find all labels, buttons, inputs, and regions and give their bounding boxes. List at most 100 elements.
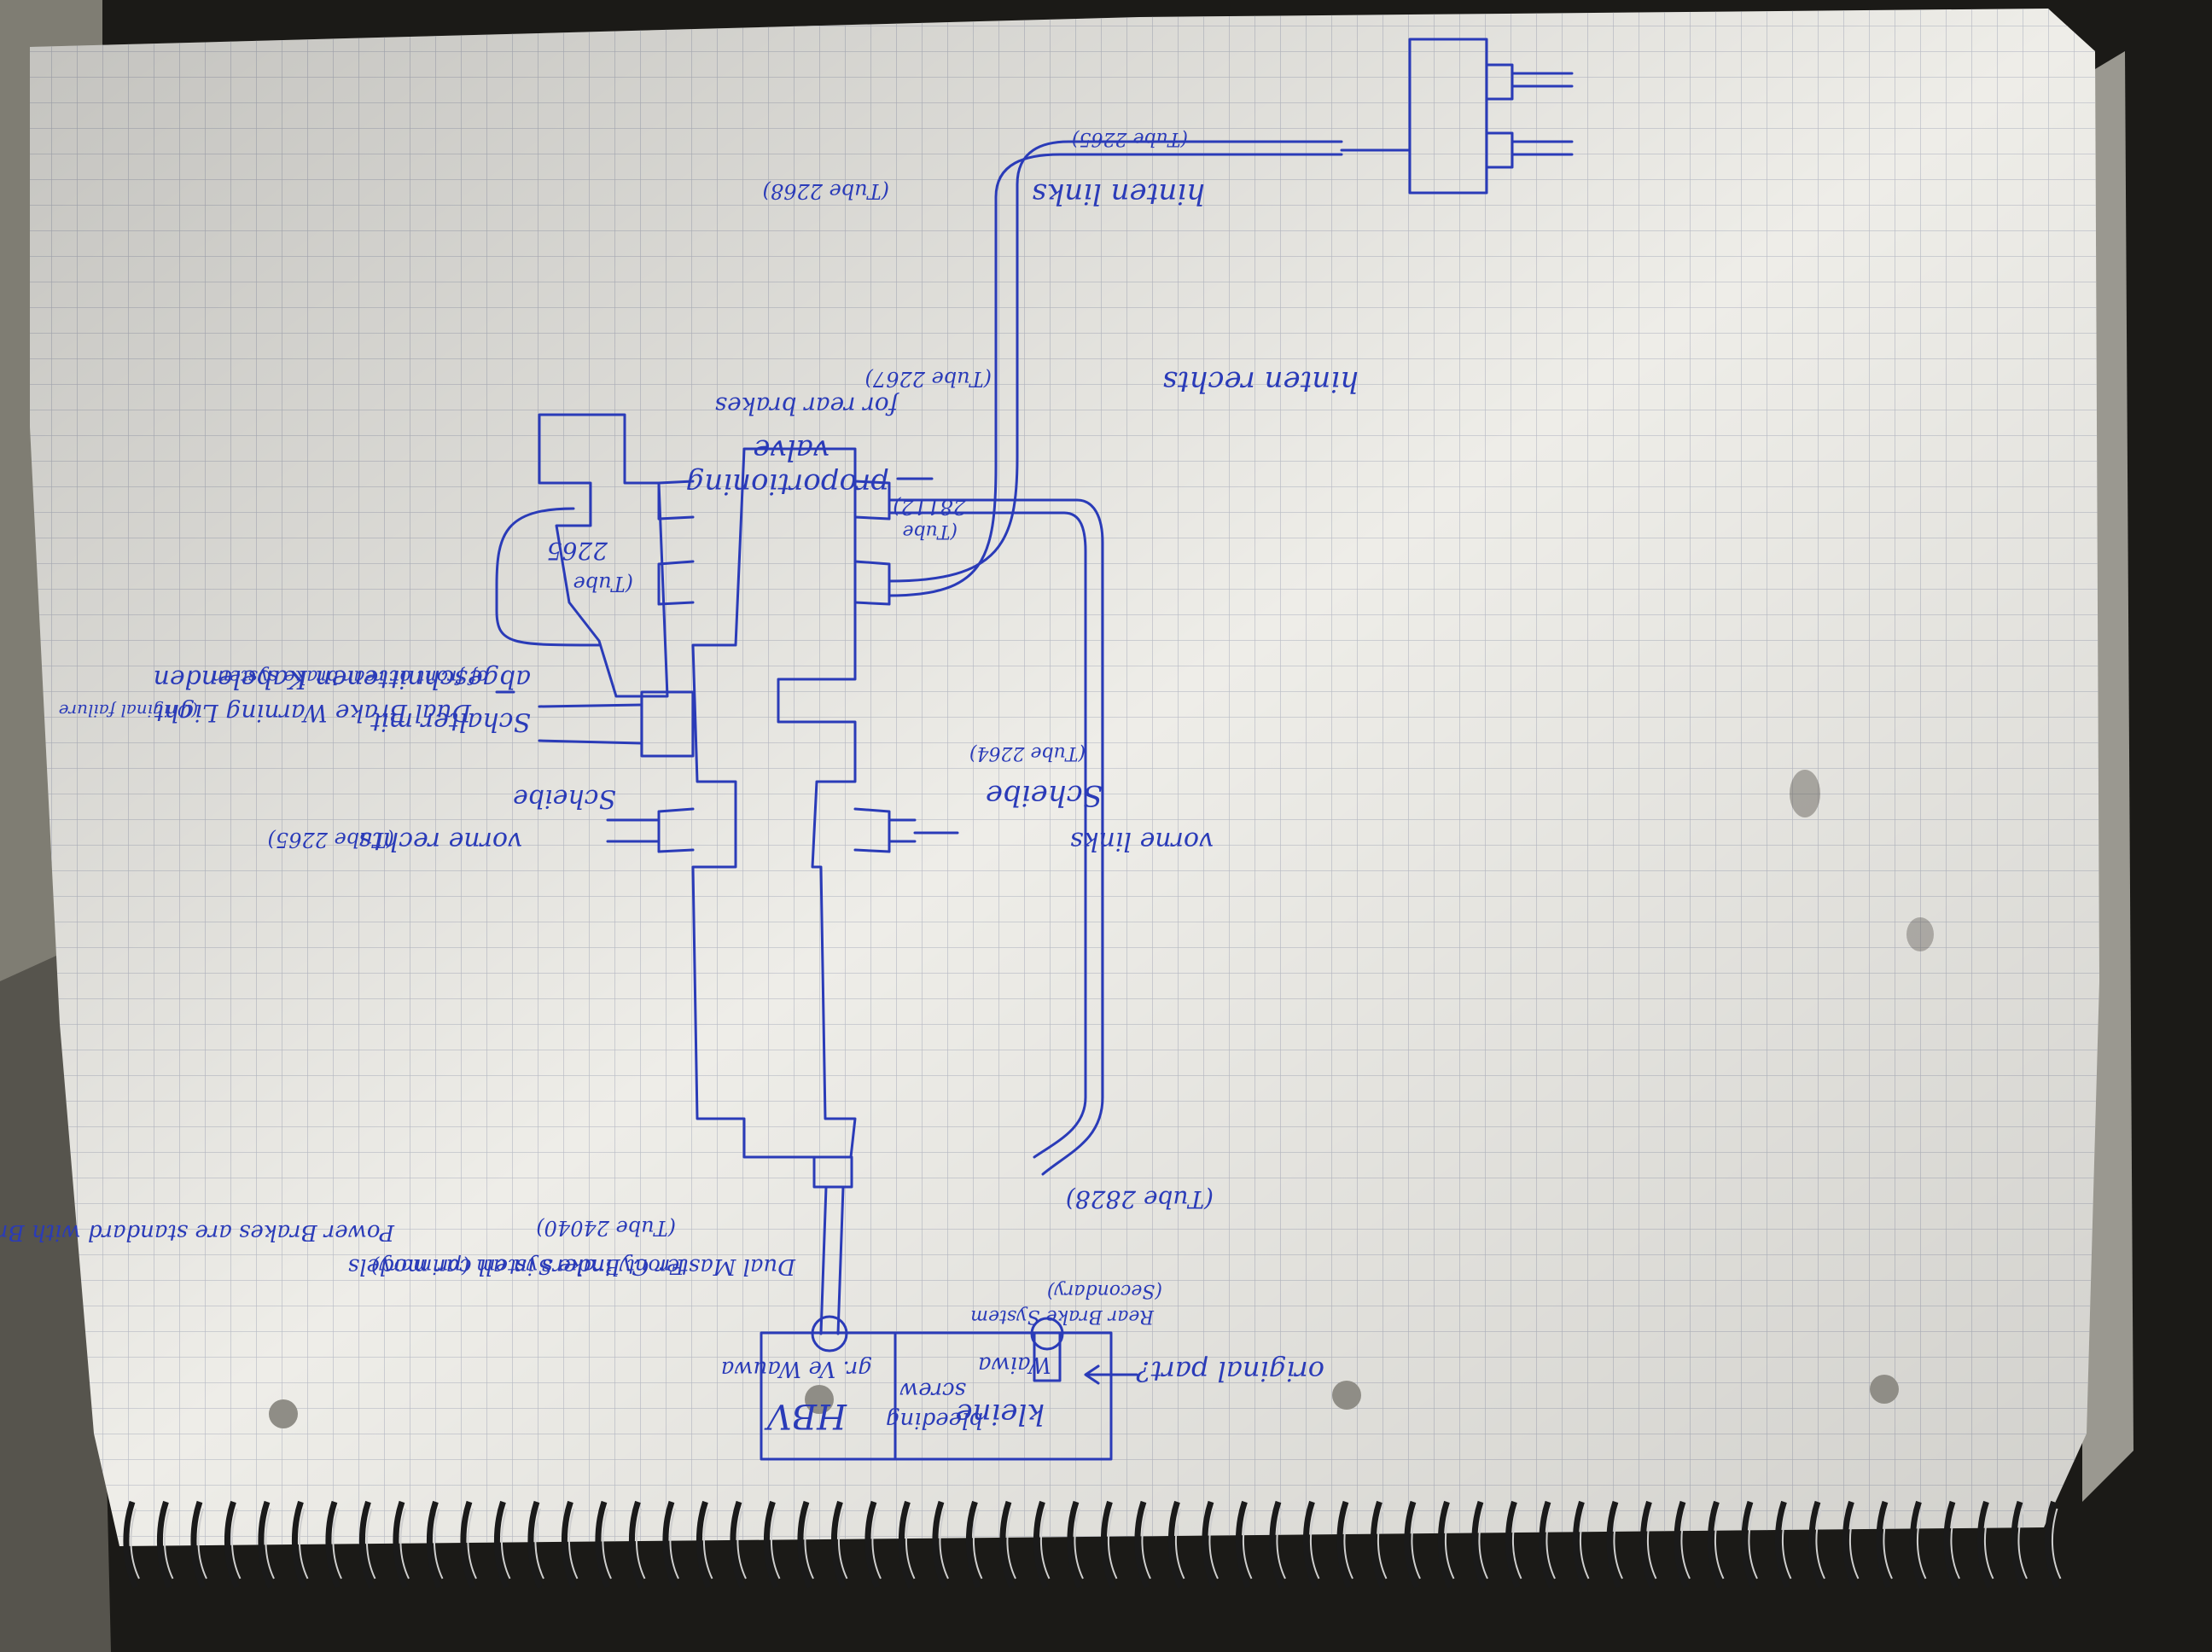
spiral-coil-highlight <box>871 1508 882 1579</box>
handwritten-diagram <box>495 38 1574 1461</box>
fitting-mid-left <box>853 560 891 606</box>
spiral-coil <box>1167 1500 1184 1589</box>
spiral-coil-highlight <box>1579 1508 1590 1579</box>
proportioning-valve <box>538 413 669 698</box>
tube-2828 <box>888 498 1104 1176</box>
spiral-coil <box>1606 1500 1622 1589</box>
spiral-coil-highlight <box>635 1508 646 1579</box>
label-original-failure: (Original failure <box>59 701 198 721</box>
spiral-coil <box>224 1500 240 1589</box>
spiral-coil-highlight <box>1848 1508 1860 1579</box>
spiral-coil <box>527 1500 544 1589</box>
spiral-coil-highlight <box>1174 1508 1185 1579</box>
spiral-coil-highlight <box>770 1508 781 1579</box>
spiral-coil-highlight <box>602 1508 612 1579</box>
spiral-coil <box>393 1500 409 1589</box>
label-tube-28112-1: (Tube <box>902 521 958 542</box>
page-shading <box>30 9 2099 1546</box>
spiral-coil <box>1302 1500 1318 1589</box>
spiral-coil <box>1336 1500 1353 1589</box>
spiral-coil <box>1774 1500 1790 1589</box>
spiral-coil <box>797 1500 813 1589</box>
label-hinten-links: hinten links <box>1032 177 1205 211</box>
spiral-coil <box>426 1500 442 1589</box>
label-rear-brake-2: (Secondary) <box>1047 1280 1162 1301</box>
spiral-coil-highlight <box>1916 1508 1927 1579</box>
spiral-coil <box>1707 1500 1723 1589</box>
spiral-coil <box>1876 1500 1892 1589</box>
spiral-coil <box>932 1500 948 1589</box>
label-proportioning: proportioning <box>686 467 889 501</box>
label-valve: valve <box>753 433 830 467</box>
rear-axle-fittings <box>1340 63 1514 169</box>
label-rear-brake-1: Rear Brake System <box>970 1306 1155 1327</box>
label-hbv-sub: gr. Ve Wauwa <box>721 1356 872 1382</box>
label-scheibe-right: Scheibe <box>513 783 616 813</box>
kleine-port <box>1030 1317 1064 1351</box>
spiral-coil <box>358 1500 375 1589</box>
spiral-coil-highlight <box>1545 1508 1556 1579</box>
spiral-binding <box>123 1500 2062 1589</box>
label-hbv: HBV <box>764 1396 847 1435</box>
spiral-coil <box>156 1500 172 1589</box>
label-kleine: kleine <box>956 1397 1045 1431</box>
spiral-coil <box>999 1500 1016 1589</box>
spiral-coil-highlight <box>1714 1508 1725 1579</box>
spiral-coil-highlight <box>433 1508 444 1579</box>
label-vorne-rechts: vorne rechts <box>358 826 522 856</box>
fitting-mid-right <box>657 560 695 606</box>
spiral-coil-highlight <box>467 1508 477 1579</box>
label-abgeschnittenen: abgeschnittenen Kabelenden <box>154 664 532 694</box>
spiral-coil-highlight <box>130 1508 140 1579</box>
punch-hole <box>1870 1375 1899 1404</box>
spiral-coil <box>1505 1500 1521 1589</box>
spiral-coil <box>1572 1500 1588 1589</box>
spiral-coil <box>763 1500 779 1589</box>
label-tube-24040: (Tube 24040) <box>536 1216 676 1240</box>
spiral-coil-highlight <box>804 1508 814 1579</box>
spiral-coil-highlight <box>1478 1508 1488 1579</box>
spiral-coil <box>1539 1500 1555 1589</box>
spiral-coil <box>696 1500 712 1589</box>
spiral-coil-highlight <box>1781 1508 1792 1579</box>
label-tube-2268: (Tube 2268) <box>763 179 889 203</box>
spiral-coil-highlight <box>1444 1508 1455 1579</box>
spiral-coil-highlight <box>568 1508 579 1579</box>
label-tube-2265-front: (Tube 2265) <box>268 828 394 852</box>
label-tube-2265-top: (Tube 2265) <box>1072 128 1188 149</box>
spiral-coil-highlight <box>399 1508 410 1579</box>
spiral-coil-highlight <box>1074 1508 1084 1579</box>
spiral-coil <box>325 1500 341 1589</box>
spiral-coil-highlight <box>1208 1508 1219 1579</box>
spiral-coil <box>1639 1500 1656 1589</box>
spiral-coil-highlight <box>669 1508 679 1579</box>
spiral-coil-highlight <box>230 1508 242 1579</box>
spiral-coil-highlight <box>534 1508 544 1579</box>
spiral-coil <box>2011 1500 2027 1589</box>
spiral-coil-highlight <box>1107 1508 1118 1579</box>
label-bleeding-1: bleeding <box>886 1407 983 1433</box>
label-tube-28112-2: 28112) <box>893 495 967 519</box>
spiral-coil <box>561 1500 577 1589</box>
junction-block <box>691 447 857 1159</box>
spiral-coil <box>493 1500 509 1589</box>
spiral-coil <box>1033 1500 1049 1589</box>
spiral-coil <box>1674 1500 1690 1589</box>
spiral-coil-highlight <box>500 1508 511 1579</box>
spiral-coil <box>1808 1500 1825 1589</box>
spiral-coil <box>460 1500 476 1589</box>
spiral-coil <box>662 1500 678 1589</box>
rear-axle-block <box>1408 38 1488 195</box>
spiral-coil-highlight <box>298 1508 309 1579</box>
label-tube-2267: (Tube 2267) <box>865 367 992 391</box>
spiral-coil <box>1437 1500 1453 1589</box>
master-cylinder <box>760 1155 1113 1461</box>
label-original-part: original part? <box>1136 1355 1324 1387</box>
spiral-coil-highlight <box>1377 1508 1388 1579</box>
spiral-coil <box>864 1500 881 1589</box>
spiral-coil-highlight <box>905 1508 916 1579</box>
spiral-coil-highlight <box>837 1508 848 1579</box>
spiral-coil-highlight <box>1950 1508 1960 1579</box>
spiral-coil-highlight <box>1815 1508 1825 1579</box>
spiral-coil <box>1471 1500 1487 1589</box>
